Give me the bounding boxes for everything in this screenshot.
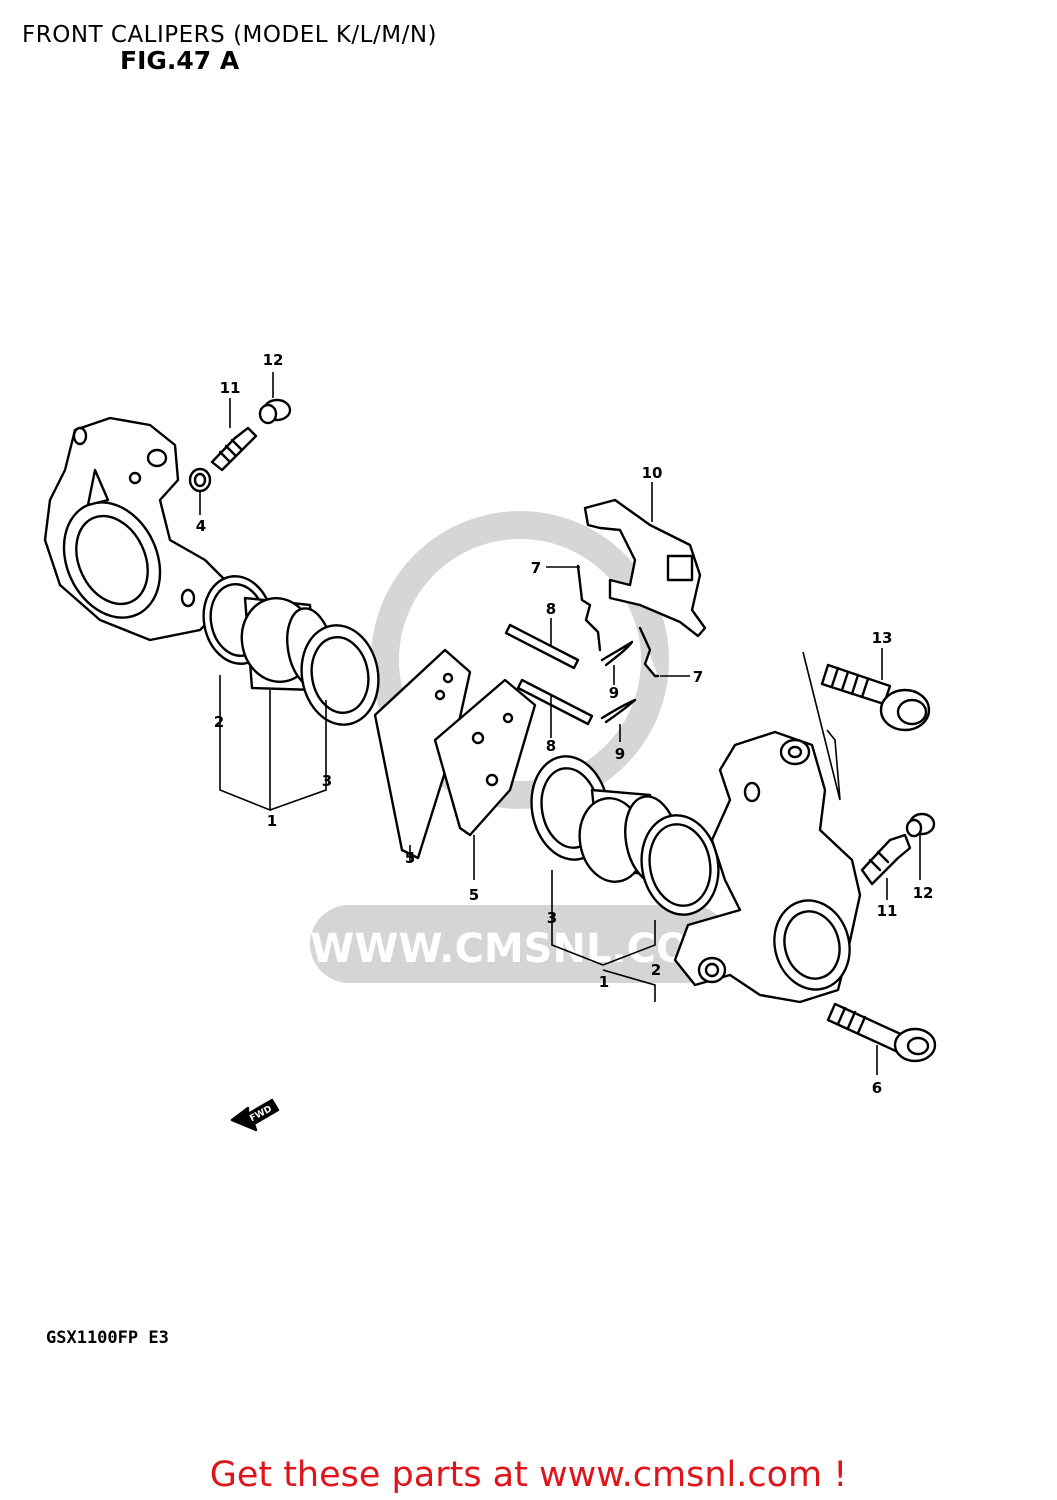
- label-2: 2: [214, 713, 224, 731]
- pad-pin-lower: [516, 678, 594, 726]
- label-12: 12: [913, 884, 934, 902]
- label-8: 8: [546, 737, 556, 755]
- left-dust-seal: [300, 624, 380, 726]
- leader-lines: [199, 372, 921, 1075]
- page-title: FRONT CALIPERS (MODEL K/L/M/N): [22, 22, 438, 48]
- label-7: 7: [531, 559, 541, 577]
- part-number-labels: 12 11 4 2 1 3 5 5 7 8 8 9 9 10 7 13 11 1…: [196, 351, 934, 1097]
- mounting-bolt-6: [826, 1002, 937, 1063]
- fwd-direction-arrow: [230, 1098, 280, 1132]
- label-2: 2: [651, 961, 661, 979]
- pin-clip-lower: [600, 698, 637, 724]
- pad-spring-upper: [576, 564, 602, 652]
- label-10: 10: [642, 464, 663, 482]
- watermark: WWW.CMSNL.COM: [310, 511, 730, 983]
- label-4: 4: [196, 517, 206, 535]
- label-11: 11: [220, 379, 241, 397]
- pad-spring-lower: [638, 626, 660, 678]
- right-bleeder-cap: [905, 812, 936, 838]
- left-bleeder-cap: [258, 398, 292, 425]
- label-7: 7: [693, 668, 703, 686]
- cta-link[interactable]: Get these parts at www.cmsnl.com !: [209, 1455, 848, 1495]
- label-1: 1: [267, 812, 277, 830]
- label-9: 9: [615, 745, 625, 763]
- label-8: 8: [546, 600, 556, 618]
- model-code: GSX1100FP E3: [46, 1328, 169, 1348]
- washer-4: [188, 467, 212, 493]
- label-9: 9: [609, 684, 619, 702]
- label-13: 13: [872, 629, 893, 647]
- label-5: 5: [405, 849, 415, 867]
- pad-retainer-plate: [583, 498, 707, 638]
- pad-pin-upper: [504, 623, 580, 670]
- pin-clip-upper: [600, 640, 634, 667]
- brake-pad-inner: [433, 678, 537, 837]
- label-6: 6: [872, 1079, 882, 1097]
- label-3: 3: [322, 772, 332, 790]
- mounting-bolt-13: [820, 663, 931, 732]
- left-bleeder-valve: [210, 426, 258, 472]
- label-12: 12: [263, 351, 284, 369]
- label-11: 11: [877, 902, 898, 920]
- right-caliper-body: [673, 730, 862, 1004]
- figure-label: FIG.47 A: [120, 46, 240, 75]
- watermark-text: WWW.CMSNL.COM: [310, 926, 730, 972]
- label-1: 1: [599, 973, 609, 991]
- right-piston-seal: [640, 814, 720, 916]
- right-bleeder-valve: [860, 833, 912, 886]
- label-3: 3: [547, 909, 557, 927]
- label-5: 5: [469, 886, 479, 904]
